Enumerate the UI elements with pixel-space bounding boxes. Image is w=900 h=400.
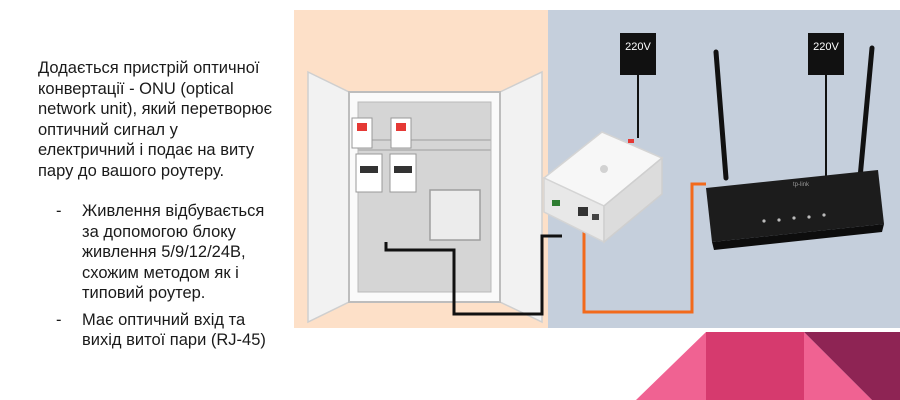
router-body — [706, 170, 884, 242]
decor-pink-triangle-2 — [804, 332, 872, 400]
router-antenna-right — [857, 45, 875, 181]
breaker-2 — [390, 117, 412, 149]
onu-power-port — [592, 214, 599, 220]
electricity-meters — [355, 153, 417, 193]
bullet-list: - Живлення відбувається за допомогою бло… — [38, 201, 278, 351]
router-led-4 — [807, 215, 811, 219]
cabinet-right-door — [499, 70, 543, 324]
router-base — [712, 224, 884, 250]
optical-junction-box — [429, 189, 481, 241]
router-led-2 — [777, 218, 781, 222]
power-adapter-router-label: 220V — [813, 41, 839, 53]
electrical-cabinet — [307, 70, 543, 324]
brand-logo-icon — [600, 165, 608, 173]
cabinet-left-door — [307, 70, 350, 324]
decor-pink-triangle — [636, 332, 706, 400]
router-brand-logo-icon: tp-link — [793, 182, 810, 188]
bullet-power-text: Живлення відбувається за допомогою блоку… — [82, 202, 265, 302]
bullet-ports: - Має оптичний вхід та вихід витої пари … — [38, 310, 278, 351]
decor-wine-block — [804, 332, 900, 400]
onu-side-face — [603, 156, 663, 244]
power-adapter-onu — [620, 33, 656, 75]
bullet-dash: - — [56, 202, 62, 220]
description-text-column: Додається пристрій оптичної конвертації … — [38, 58, 278, 357]
meter-2-display — [394, 166, 412, 173]
circuit-breakers — [351, 117, 412, 149]
bullet-power: - Живлення відбувається за допомогою бло… — [38, 201, 278, 304]
breaker-1-switch — [357, 123, 367, 131]
power-adapter-onu-label: 220V — [625, 41, 651, 53]
breaker-2-switch — [396, 123, 406, 131]
power-adapter-router — [808, 33, 844, 75]
wifi-router: tp-link — [706, 45, 884, 250]
onu-optical-port — [552, 200, 560, 206]
router-antenna-left — [713, 49, 729, 181]
router-led-1 — [762, 219, 766, 223]
breaker-1 — [351, 117, 373, 149]
onu-status-led — [628, 139, 634, 143]
bullet-dash: - — [56, 310, 62, 329]
intro-paragraph: Додається пристрій оптичної конвертації … — [38, 59, 272, 180]
onu-device — [542, 131, 664, 244]
decor-magenta-square — [706, 332, 804, 400]
onu-connection-diagram: 220V 220V tp-link — [294, 10, 900, 328]
fiber-optic-cable — [384, 234, 562, 316]
ethernet-cable — [582, 182, 706, 314]
bullet-ports-text: Має оптичний вхід та вихід витої пари (R… — [82, 310, 266, 350]
onu-ethernet-port — [578, 207, 588, 216]
router-led-3 — [792, 216, 796, 220]
router-led-5 — [822, 213, 826, 217]
meter-1-display — [360, 166, 378, 173]
